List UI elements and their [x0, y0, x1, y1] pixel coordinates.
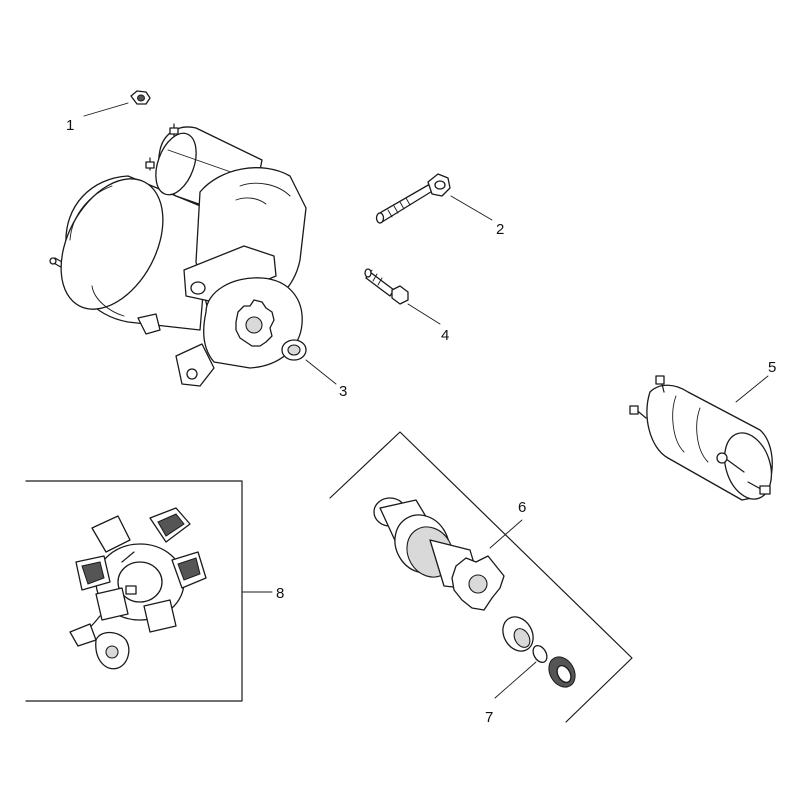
leader-line-3	[305, 359, 337, 385]
part-8-frame	[25, 480, 243, 702]
starter-pinion-gear-icon	[235, 299, 275, 347]
part-7-snap-ring-set[interactable]	[497, 611, 581, 691]
leader-line-5	[735, 375, 769, 403]
part-8-brush-holder[interactable]	[69, 507, 207, 670]
part-4-short-bolt[interactable]	[364, 268, 409, 305]
callout-label-7: 7	[485, 709, 493, 726]
part-5-solenoid[interactable]	[629, 375, 779, 505]
callout-label-5: 5	[768, 359, 776, 376]
leader-line-1	[83, 102, 129, 117]
part-3-starter-motor[interactable]	[40, 123, 307, 387]
leader-line-6	[489, 519, 523, 549]
part-6-drive-pinion[interactable]	[373, 497, 505, 611]
assembly-bracket-6	[329, 431, 633, 723]
callout-label-4: 4	[441, 327, 449, 344]
part-1-nut[interactable]	[130, 90, 151, 105]
leader-line-7	[494, 661, 537, 699]
part-2-bolt[interactable]	[375, 173, 451, 224]
leader-line-2	[450, 195, 493, 221]
callout-label-2: 2	[496, 221, 504, 238]
callout-label-6: 6	[518, 499, 526, 516]
callout-label-3: 3	[339, 383, 347, 400]
leader-line-4	[407, 303, 441, 325]
callout-label-1: 1	[66, 117, 74, 134]
callout-label-8: 8	[276, 585, 284, 602]
